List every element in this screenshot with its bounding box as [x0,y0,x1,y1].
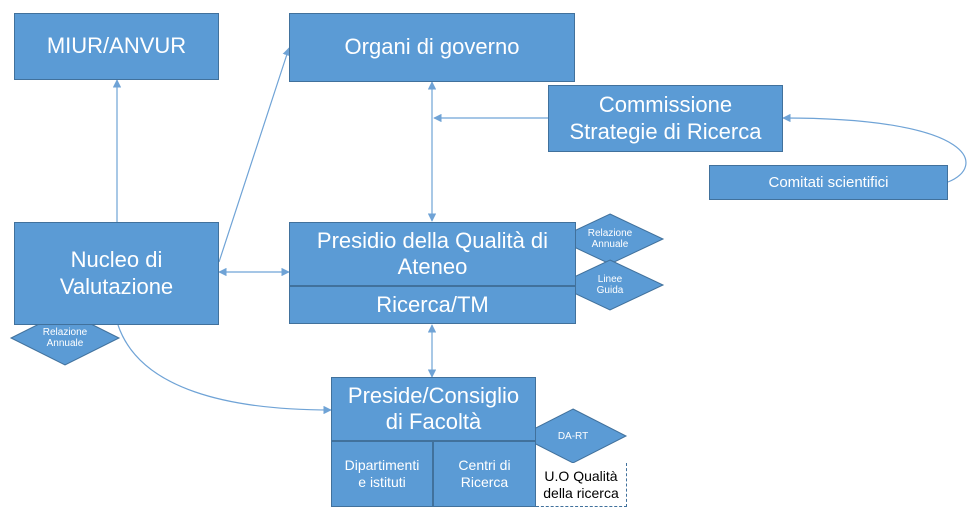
badge-nucleo-relazione-line2: Annuale [46,338,84,349]
node-centri-line1: Centri di [458,457,511,474]
node-uo-qualita: U.O Qualità della ricerca [536,463,627,507]
connector-nucleo-preside [117,324,332,415]
node-presidio-line2: Ateneo [397,254,468,279]
node-comitati-label: Comitati scientifici [768,173,889,191]
node-organi-label: Organi di governo [344,34,520,60]
node-preside-line1: Preside/Consiglio [347,382,520,408]
node-miur-label: MIUR/ANVUR [46,33,187,59]
node-dipartimenti-line2: e istituti [358,474,406,490]
node-comitati: Comitati scientifici [709,165,948,200]
node-nucleo-valutazione: Nucleo di Valutazione [14,222,219,325]
node-preside-line2: di Facoltà [385,409,482,434]
node-preside-consiglio: Preside/Consiglio di Facoltà [331,377,536,441]
node-centri-line2: Ricerca [460,474,509,490]
badge-dart: DA-RT [533,428,613,444]
badge-dart-label: DA-RT [557,430,589,442]
connector-comitati-commissione [782,113,967,183]
badge-linee-line2: Guida [596,285,624,296]
badge-presidio-relazione-line2: Annuale [591,239,629,250]
badge-linee-line1: Linee [597,274,623,285]
node-uo-line2: della ricerca [543,484,619,501]
node-commissione-line2: Strategie di Ricerca [569,118,762,144]
node-presidio-line1: Presidio della Qualità di [316,227,549,253]
node-nucleo-line1: Nucleo di [70,247,163,273]
node-nucleo-line2: Valutazione [59,273,174,299]
node-commissione-line1: Commissione [598,92,733,118]
badge-presidio-relazione: Relazione Annuale [570,226,650,252]
node-ricerca-tm: Ricerca/TM [289,286,576,324]
node-centri-ricerca: Centri di Ricerca [433,441,536,507]
badge-nucleo-relazione: Relazione Annuale [25,325,105,351]
connector-nucleo-organi [218,47,291,263]
node-ricerca-tm-label: Ricerca/TM [376,291,489,317]
badge-linee-guida: Linee Guida [570,272,650,298]
node-dipartimenti-line1: Dipartimenti [344,457,420,474]
node-dipartimenti: Dipartimenti e istituti [331,441,433,507]
node-organi-governo: Organi di governo [289,13,575,82]
node-uo-line1: U.O Qualità [544,467,618,484]
node-miur-anvur: MIUR/ANVUR [14,13,219,80]
badge-nucleo-relazione-line1: Relazione [42,327,88,338]
badge-presidio-relazione-line1: Relazione [587,228,633,239]
node-presidio: Presidio della Qualità di Ateneo [289,222,576,286]
node-commissione: Commissione Strategie di Ricerca [548,85,783,152]
